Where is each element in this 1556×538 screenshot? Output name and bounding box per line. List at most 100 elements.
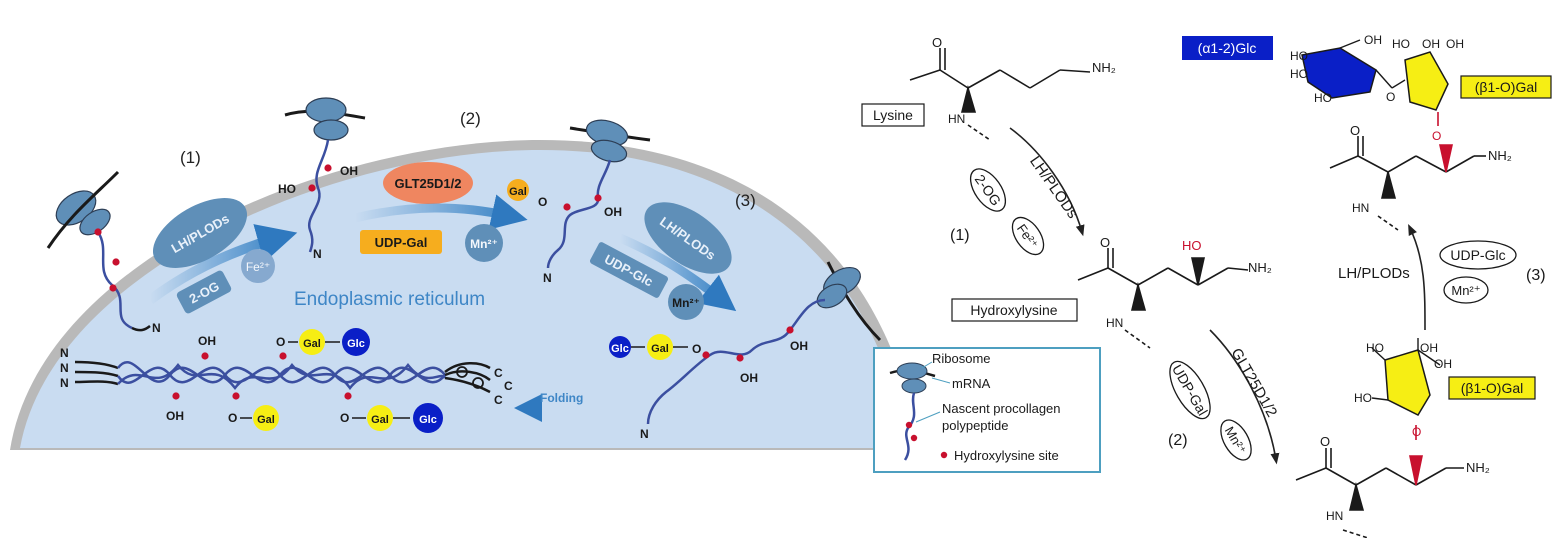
svg-text:O: O: [932, 35, 942, 50]
glc-box: [1182, 36, 1273, 60]
udp-gal-1-box: [360, 230, 442, 254]
right-udp-glc: UDP-Glc: [1450, 247, 1505, 263]
mn-2-circle: [668, 284, 704, 320]
hydroxylysine-structure: [1077, 248, 1249, 349]
legend-box: Ribosome mRNA Nascent procollagen polype…: [873, 347, 1101, 473]
svg-text:OH: OH: [740, 371, 758, 385]
svg-text:O: O: [1432, 129, 1441, 143]
svg-text:Glc: Glc: [419, 414, 437, 426]
svg-text:O: O: [1100, 235, 1110, 250]
svg-text:O: O: [692, 342, 701, 356]
svg-text:HO: HO: [1314, 91, 1332, 105]
svg-text:OH: OH: [604, 205, 622, 219]
svg-text:HO: HO: [1354, 391, 1372, 405]
step1-arrow: [147, 224, 298, 305]
right-og: 2-OG: [972, 171, 1005, 208]
svg-text:HO: HO: [1290, 49, 1308, 63]
svg-text:O: O: [1320, 434, 1330, 449]
udp-glc-box: [589, 242, 669, 298]
mn-1: Mn²⁺: [470, 237, 498, 251]
svg-text:HO: HO: [1182, 238, 1202, 253]
svg-text:HN: HN: [948, 112, 965, 126]
2og-1-box: [176, 270, 232, 314]
lysine-structure: [909, 48, 1091, 141]
gal-box-2: [1448, 376, 1536, 400]
svg-text:HO: HO: [1392, 37, 1410, 51]
svg-text:N: N: [640, 427, 649, 441]
svg-text:N: N: [60, 361, 69, 375]
step2-label: (2): [460, 109, 481, 128]
svg-text:O: O: [1386, 90, 1395, 104]
step2-arrow: [353, 194, 528, 230]
gal-box-1: [1460, 75, 1552, 99]
right-step1-arrow: [1009, 127, 1085, 237]
svg-text:Gal: Gal: [257, 414, 275, 426]
legend-nascent-1: Nascent procollagen: [942, 401, 1061, 416]
hydroxylysine-label: Hydroxylysine: [970, 302, 1057, 318]
svg-text:O: O: [1412, 425, 1421, 439]
svg-text:C: C: [494, 366, 503, 380]
svg-text:OH: OH: [1446, 37, 1464, 51]
right-step2: (2): [1168, 432, 1188, 449]
step3-arrow: [618, 233, 737, 312]
step1-label: (1): [180, 148, 201, 167]
svg-text:O: O: [1350, 123, 1360, 138]
lysine-label: Lysine: [873, 107, 913, 123]
ribosome-2: OH HO N: [278, 97, 366, 261]
gal-box-2-label: (β1-O)Gal: [1461, 380, 1524, 396]
svg-text:O: O: [228, 411, 237, 425]
glc-gal-hydroxylysine-structure: OH HO HO HO O HO OH OH O O NH₂ HN: [1290, 33, 1512, 231]
right-step2-arrow: [1209, 329, 1280, 465]
mn-2: Mn²⁺: [672, 296, 700, 310]
collagen-triple-helix: N N N C C C OH OH O Gal Glc O Gal O Gal …: [60, 328, 513, 433]
legend-nascent-2: polypeptide: [942, 418, 1009, 433]
svg-text:OH: OH: [1422, 37, 1440, 51]
mn-1-circle: [465, 224, 503, 262]
svg-text:OH: OH: [340, 164, 358, 178]
svg-text:HO: HO: [278, 182, 296, 196]
right-glt: GLT25D1/2: [1227, 345, 1280, 420]
right-step3-arrow: [1408, 223, 1426, 331]
folding-label: Folding: [540, 391, 583, 405]
right-lh-1: LH/PLODs: [1026, 153, 1081, 221]
svg-text:HO: HO: [1290, 67, 1308, 81]
svg-text:OH: OH: [1420, 341, 1438, 355]
ribosome-1: N: [46, 170, 161, 335]
step3-label: (3): [735, 191, 756, 210]
svg-text:NH₂: NH₂: [1248, 260, 1272, 275]
svg-text:N: N: [152, 321, 161, 335]
gal-hydroxylysine-structure: HO OH OH HO O O NH₂ HN: [1295, 338, 1490, 538]
legend-mrna: mRNA: [952, 376, 991, 391]
svg-text:C: C: [494, 393, 503, 407]
glt-bubble: [383, 162, 473, 204]
svg-text:NH₂: NH₂: [1092, 60, 1116, 75]
svg-text:HO: HO: [1366, 341, 1384, 355]
svg-text:HN: HN: [1352, 201, 1369, 215]
svg-text:Gal: Gal: [509, 186, 527, 198]
svg-text:O: O: [538, 195, 547, 209]
right-mn-3: Mn²⁺: [1451, 283, 1480, 298]
svg-text:N: N: [60, 376, 69, 390]
right-mn-2: Mn²⁺: [1222, 424, 1250, 457]
er-label: Endoplasmic reticulum: [294, 289, 485, 310]
svg-text:OH: OH: [166, 409, 184, 423]
right-step1: (1): [950, 227, 970, 244]
gal-box-1-label: (β1-O)Gal: [1475, 79, 1538, 95]
svg-text:Glc: Glc: [347, 338, 365, 350]
udp-gal-1: UDP-Gal: [375, 235, 428, 250]
svg-text:C: C: [504, 379, 513, 393]
right-udp-gal: UDP-Gal: [1169, 362, 1211, 419]
glc-box-label: (α1-2)Glc: [1198, 40, 1257, 56]
hydroxylysine-box: [951, 298, 1078, 322]
svg-text:N: N: [543, 271, 552, 285]
svg-text:Gal: Gal: [371, 414, 389, 426]
step-labels: (1) (2) (3): [180, 109, 756, 210]
lysine-box: [861, 103, 925, 127]
lh-plods-2-bubble: [644, 202, 732, 274]
svg-text:OH: OH: [198, 334, 216, 348]
svg-text:NH₂: NH₂: [1488, 148, 1512, 163]
lh-plods-1-bubble: [152, 198, 248, 268]
svg-text:OH: OH: [1434, 357, 1452, 371]
svg-text:HN: HN: [1106, 316, 1123, 330]
